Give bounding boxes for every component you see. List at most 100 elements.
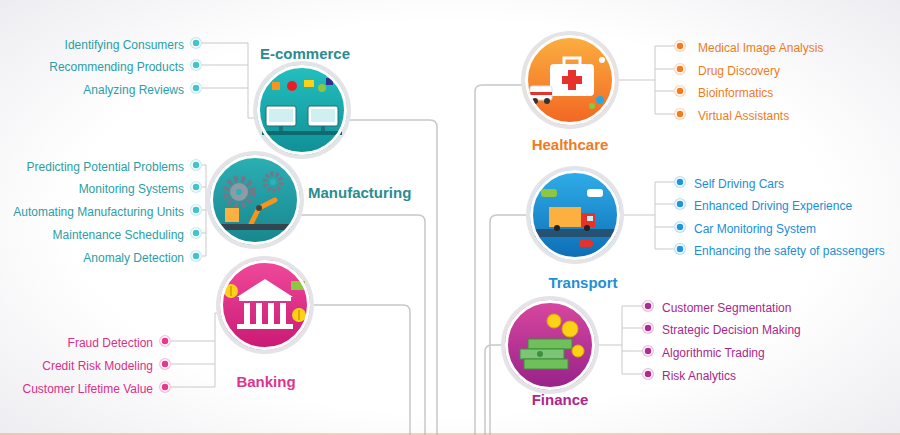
banking-picture-part: [216, 256, 314, 354]
manufacturing-picture: [206, 151, 304, 249]
leader-lines-part: [594, 306, 642, 374]
item-wrap: Algorithmic Trading: [662, 343, 765, 359]
banking-picture-part: [237, 279, 293, 297]
application-item: Monitoring Systems: [79, 182, 184, 196]
bullet-dots-part-part: [674, 108, 686, 120]
finance-picture-part: [520, 349, 564, 359]
item-wrap: Anomaly Detection: [83, 248, 184, 264]
circle-ring: [212, 157, 299, 244]
item-wrap: Customer Lifetime Value: [23, 379, 154, 395]
finance-picture-part: [505, 300, 595, 390]
bullet-dots-part: [674, 40, 686, 120]
bullet-dots-part-part: [676, 110, 684, 118]
bullet-dots-part-part: [161, 383, 169, 391]
bullet-dots-part-part: [674, 40, 686, 52]
transport-picture: [526, 166, 624, 264]
leader-lines-part: [619, 182, 674, 249]
item-wrap: Medical Image Analysis: [698, 38, 823, 54]
bullet-dots-part: [159, 335, 171, 393]
trunk-lines-part: [485, 345, 505, 435]
manufacturing-picture-part: [226, 179, 252, 205]
transport-picture-part: [530, 170, 620, 260]
category-title: Healthcare: [532, 136, 609, 153]
ecommerce-picture-part: [311, 109, 335, 122]
manufacturing-picture-part: [230, 183, 248, 201]
item-wrap: Monitoring Systems: [79, 179, 184, 195]
bullet-dots-part-part: [674, 243, 686, 255]
application-item: Algorithmic Trading: [662, 346, 765, 360]
ecommerce-picture-part: [279, 126, 283, 131]
application-item: Predicting Potential Problems: [27, 160, 184, 174]
transport-picture-part: [541, 189, 557, 197]
item-wrap: Predicting Potential Problems: [27, 157, 184, 173]
item-wrap: Enhancing the safety of passengers: [694, 241, 885, 257]
bullet-dots-part-part: [190, 204, 202, 216]
bullet-dots-part-part: [674, 221, 686, 233]
application-item: Medical Image Analysis: [698, 41, 823, 55]
circle-outline: [257, 65, 347, 155]
bullet-dots-part-part: [190, 37, 202, 49]
transport-picture-part: [535, 229, 615, 237]
manufacturing-picture-part: [256, 205, 262, 211]
bullet-dots-part-part: [676, 65, 684, 73]
category-circle: Manufacturing: [210, 155, 300, 245]
bullet-dots-part-part: [676, 200, 684, 208]
application-item: Analyzing Reviews: [83, 83, 184, 97]
trunk-lines-part: [347, 120, 437, 435]
banking-picture-part: [244, 303, 250, 324]
circle-ring: [222, 262, 309, 349]
bullet-dots-part-part: [192, 39, 200, 47]
circle-ring: [527, 37, 614, 124]
bullet-dots-part-part: [676, 223, 684, 231]
title-wrap: E-commerce: [205, 45, 405, 63]
bullet-dots-part-part: [644, 347, 652, 355]
bullet-dots-part-part: [676, 245, 684, 253]
category-title: Transport: [548, 274, 617, 291]
bullet-dots-part-part: [192, 84, 200, 92]
item-wrap: Enhanced Driving Experience: [694, 196, 852, 212]
transport-picture-part: [581, 213, 595, 227]
finance-picture: [501, 296, 599, 394]
leader-lines-part: [614, 46, 674, 114]
bullet-dots-part-part: [192, 229, 200, 237]
transport-picture-part: [549, 207, 581, 227]
bullet-dots-part-part: [192, 206, 200, 214]
application-item: Risk Analytics: [662, 369, 736, 383]
bullet-dots-part-part: [159, 381, 171, 393]
item-wrap: Fraud Detection: [68, 333, 153, 349]
bullet-dots-part-part: [192, 252, 200, 260]
finance-picture-part: [562, 321, 578, 337]
title-wrap: Manufacturing: [308, 184, 411, 202]
application-item: Credit Risk Modeling: [42, 359, 153, 373]
bullet-dots-part-part: [674, 85, 686, 97]
finance-picture-part: [524, 359, 568, 369]
application-item: Anomaly Detection: [83, 251, 184, 265]
ecommerce-picture-part: [257, 65, 347, 155]
healthcare-picture-part: [564, 58, 580, 64]
application-item: Automating Manufacturing Units: [13, 205, 184, 219]
manufacturing-picture-part: [221, 224, 289, 230]
application-item: Maintenance Scheduling: [53, 228, 184, 242]
healthcare-picture-part: [562, 76, 582, 84]
bullet-dots-part-part: [676, 42, 684, 50]
banking-picture-part: [237, 324, 293, 329]
transport-picture-part: [554, 225, 560, 231]
application-item: Fraud Detection: [68, 336, 153, 350]
manufacturing-picture-part: [236, 189, 242, 195]
bullet-dots-part-part: [642, 322, 654, 334]
finance-picture-part: [501, 296, 599, 394]
item-wrap: Car Monitoring System: [694, 219, 816, 235]
ecommerce-picture-part: [266, 106, 296, 126]
banking-picture-part: [280, 303, 286, 324]
finance-picture-part: [537, 351, 543, 357]
trunk-lines-part: [475, 85, 525, 435]
finance-picture-part: [547, 314, 561, 328]
item-wrap: Recommending Products: [49, 57, 184, 73]
item-wrap: Virtual Assistants: [698, 106, 789, 122]
bullet-dots-part-part: [674, 198, 686, 210]
bullet-dots-part-part: [190, 250, 202, 262]
bullet-dots-part-part: [161, 360, 169, 368]
banking-picture-part: [292, 308, 306, 322]
bullet-dots-part-part: [190, 59, 202, 71]
